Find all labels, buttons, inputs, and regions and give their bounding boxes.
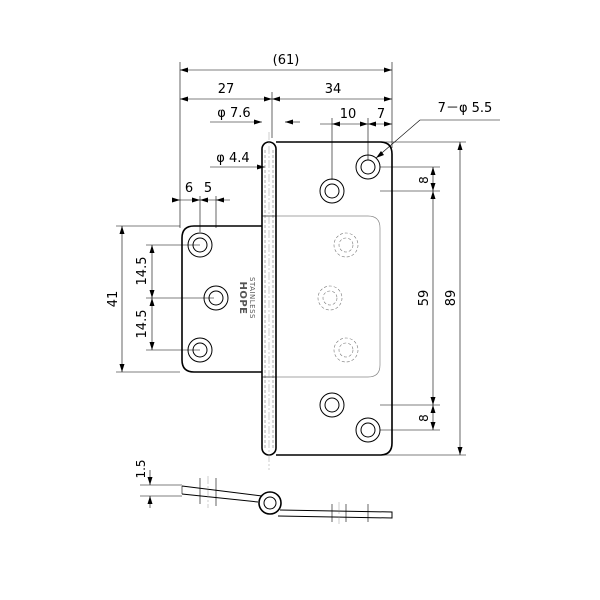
brand-line2: HOPE <box>237 281 248 314</box>
hole-right-bottom-outer <box>355 417 381 443</box>
dim-hole-callout: 7－φ 5.5 <box>438 101 493 116</box>
dim-left-width: 27 <box>218 82 235 97</box>
dim-pin-inner-diameter: φ 4.4 <box>216 151 249 166</box>
dim-pin-diameter: φ 7.6 <box>217 106 250 121</box>
dim-left-edge-5: 5 <box>204 181 212 196</box>
brand-marking: STAINLESS HOPE <box>237 277 256 319</box>
dim-right-span: 59 <box>417 290 432 307</box>
hole-left-middle <box>203 285 229 311</box>
hidden-hole-bottom <box>333 337 359 363</box>
brand-line1: STAINLESS <box>248 277 256 319</box>
dim-right-bottom-8: 8 <box>417 414 431 422</box>
dim-left-spacing-top: 14.5 <box>135 257 150 286</box>
left-leaf <box>181 225 262 373</box>
left-dimensions: 6 5 41 14.5 14.5 <box>106 181 230 373</box>
dim-hole-edge-x: 7 <box>377 107 385 122</box>
side-left-leaf <box>181 485 263 503</box>
hole-left-top <box>187 232 213 258</box>
dim-right-top-8: 8 <box>417 176 431 184</box>
dim-left-height: 41 <box>106 291 121 308</box>
side-right-leaf <box>277 509 393 519</box>
screw-holes <box>187 154 381 443</box>
hinge-body: STAINLESS HOPE <box>181 132 393 470</box>
dim-thickness: 1.5 <box>134 459 148 478</box>
dim-left-spacing-bottom: 14.5 <box>135 310 150 339</box>
hole-right-bottom-inner <box>319 392 345 418</box>
dim-hole-spacing-x: 10 <box>340 107 357 122</box>
hole-right-top-outer <box>355 154 381 180</box>
hole-left-bottom <box>187 337 213 363</box>
dim-left-edge-6: 6 <box>185 181 193 196</box>
side-view: 1.5 <box>134 459 393 524</box>
right-dimensions: 8 59 8 89 <box>380 141 466 456</box>
top-dimensions: (61) 27 34 φ 7.6 φ 4.4 10 7 7－φ 5.5 <box>179 53 500 228</box>
right-leaf <box>276 141 393 456</box>
dim-total-height: 89 <box>444 290 459 307</box>
dim-right-width: 34 <box>325 82 342 97</box>
dim-overall-width: (61) <box>273 53 300 68</box>
right-leaf-inner-outline <box>276 215 381 378</box>
hole-right-top-inner <box>319 178 345 204</box>
hidden-hole-top <box>333 232 359 258</box>
hidden-hole-middle <box>317 285 343 311</box>
side-knuckle <box>258 491 282 515</box>
